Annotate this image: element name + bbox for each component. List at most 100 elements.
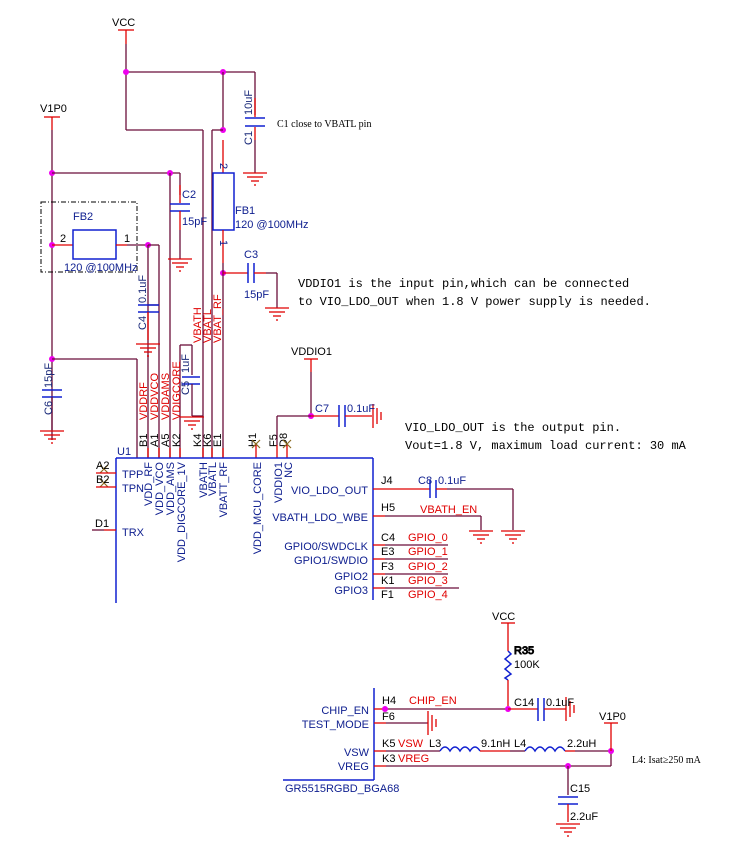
- net-gpio-3: GPIO_3: [408, 575, 448, 587]
- vddio-note-line1: VDDIO1 is the input pin,which can be con…: [298, 277, 629, 291]
- fb1-value: 120 @100MHz: [235, 219, 309, 231]
- net-vbath: VBATH: [192, 307, 204, 343]
- c6-ref: C6: [43, 401, 55, 415]
- c5-value: 1uF: [180, 354, 192, 373]
- fb1-pin2: 2: [217, 163, 229, 169]
- pin-k3: K3: [382, 753, 395, 765]
- net-vreg: VREG: [398, 753, 429, 765]
- u1-ref: U1: [117, 446, 131, 458]
- c15-ref: C15: [570, 783, 590, 795]
- c8-ref: C8: [418, 475, 432, 487]
- pin-e1: E1: [212, 434, 224, 447]
- pin-name-gpio1: GPIO1/SWDIO: [294, 555, 368, 567]
- pin-name-vbatt-rf: VBATT_RF: [218, 462, 230, 518]
- c4-ref: C4: [137, 316, 149, 330]
- c8-value: 0.1uF: [438, 475, 466, 487]
- ldo-note-line2: Vout=1.8 V, maximum load current: 30 mA: [405, 439, 687, 453]
- c7-ref: C7: [315, 403, 329, 415]
- fb1-ref: FB1: [235, 205, 255, 217]
- vcc-bottom-port: VCC: [492, 611, 515, 651]
- l4-ref: L4: [514, 738, 526, 750]
- c4-value: 0.1uF: [137, 275, 149, 303]
- pin-name-vddio1: VDDIO1: [273, 462, 285, 503]
- capacitor-c4: 0.1uF C4: [135, 275, 161, 357]
- fb2-value: 120 @100MHz: [64, 262, 138, 274]
- fb1-pin1: 1: [217, 240, 229, 246]
- pin-j4: J4: [381, 475, 393, 487]
- pin-k6: K6: [202, 434, 214, 447]
- pin-name-trx: TRX: [122, 527, 145, 539]
- pin-f6: F6: [382, 711, 395, 723]
- vsw-net: K5 VSW: [374, 738, 440, 752]
- pin-h4: H4: [382, 695, 396, 707]
- pin-name-vreg: VREG: [338, 761, 369, 773]
- pin-b1: B1: [138, 434, 150, 447]
- no-connect-markers: [99, 439, 292, 488]
- pin-name-vdd-vco: VDD_VCO: [154, 462, 166, 516]
- ferrite-bead-fb2: FB2 2 1 120 @100MHz: [40, 201, 148, 274]
- capacitor-c5: 1uF C5: [179, 344, 205, 458]
- inductor-l4: L4 2.2uH: [510, 738, 611, 753]
- inductor-l3: L3 9.1nH: [429, 738, 510, 753]
- pin-name-chip-en: CHIP_EN: [321, 705, 369, 717]
- vio-ldo-out-net: J4 C8 0.1uF: [373, 475, 526, 544]
- capacitor-c2: C2 15pF: [167, 173, 207, 272]
- pin-a2: A2: [96, 460, 109, 472]
- l3-value: 9.1nH: [481, 738, 510, 750]
- c1-note: C1 close to VBATL pin: [277, 119, 371, 130]
- capacitor-c6: 15pF C6: [39, 363, 65, 444]
- u1-part-number: GR5515RGBD_BGA68: [285, 783, 399, 795]
- pin-name-test-mode: TEST_MODE: [302, 719, 369, 731]
- c7-value: 0.1uF: [347, 403, 375, 415]
- fb2-pin1: 1: [124, 233, 130, 245]
- c3-ref: C3: [244, 249, 258, 261]
- pin-name-gpio2: GPIO2: [334, 571, 368, 583]
- pin-name-vbatl: VBATL: [207, 462, 219, 496]
- net-gpio-0: GPIO_0: [408, 532, 448, 544]
- net-gpio-2: GPIO_2: [408, 561, 448, 573]
- u1-chip: U1 A2 B2 D1 TPP TPN TRX VDD_RF VDD_VCO V…: [92, 446, 374, 603]
- r35-value: 100K: [514, 659, 540, 671]
- pin-k4: K4: [192, 434, 204, 447]
- capacitor-c7: C7 0.1uF: [311, 403, 382, 429]
- net-vsw: VSW: [398, 738, 424, 750]
- pin-name-vbath-ldo-wbe: VBATH_LDO_WBE: [272, 512, 368, 524]
- vddio1-port: VDDIO1: [291, 346, 332, 416]
- r35-ref: R35: [514, 645, 534, 657]
- pin-k2: K2: [171, 434, 183, 447]
- net-vbatl: VBATL: [202, 309, 214, 343]
- pin-name-vdd-digcore: VDD_DIGCORE_1V: [176, 461, 188, 562]
- vcc-top-label: VCC: [112, 17, 135, 29]
- gpio-nets: C4 E3 F3 K1 F1 GPIO_0 GPIO_1 GPIO_2 GPIO…: [373, 532, 459, 601]
- c3-value: 15pF: [244, 289, 269, 301]
- u1-lower-part: GR5515RGBD_BGA68 CHIP_EN TEST_MODE VSW V…: [283, 688, 399, 795]
- fb2-pin2: 2: [60, 233, 66, 245]
- pin-a5: A5: [160, 434, 172, 447]
- fb2-ref: FB2: [73, 211, 93, 223]
- v1p0-right-port: V1P0: [599, 711, 626, 751]
- pin-name-tpn: TPN: [122, 483, 144, 495]
- pin-name-gpio3: GPIO3: [334, 585, 368, 597]
- l4-note: L4: Isat≥250 mA: [632, 755, 702, 766]
- net-vddrf: VDDRF: [138, 382, 150, 420]
- chip-en-net: H4 CHIP_EN: [374, 695, 511, 712]
- c1-value: 10uF: [243, 90, 255, 115]
- pin-name-vdd-rf: VDD_RF: [143, 462, 155, 506]
- c14-value: 0.1uF: [546, 697, 574, 709]
- pin-name-tpp: TPP: [122, 469, 143, 481]
- pin-e3: E3: [381, 546, 394, 558]
- vreg-net: K3 VREG: [374, 748, 614, 769]
- c1-ref: C1: [243, 131, 255, 145]
- pin-d1: D1: [95, 518, 109, 530]
- net-vbath-en: VBATH_EN: [420, 504, 477, 516]
- vddio1-label: VDDIO1: [291, 346, 332, 358]
- pin-name-vbath: VBATH: [198, 462, 210, 498]
- v1p0-left-label: V1P0: [40, 103, 67, 115]
- pin-b2: B2: [96, 474, 109, 486]
- pin-k5: K5: [382, 738, 395, 750]
- resistor-r35: R35 100K: [503, 645, 540, 706]
- pin-name-nc: NC: [283, 462, 295, 478]
- c2-value: 15pF: [182, 216, 207, 228]
- l3-ref: L3: [429, 738, 441, 750]
- capacitor-c15: C15 2.2uF: [555, 766, 598, 837]
